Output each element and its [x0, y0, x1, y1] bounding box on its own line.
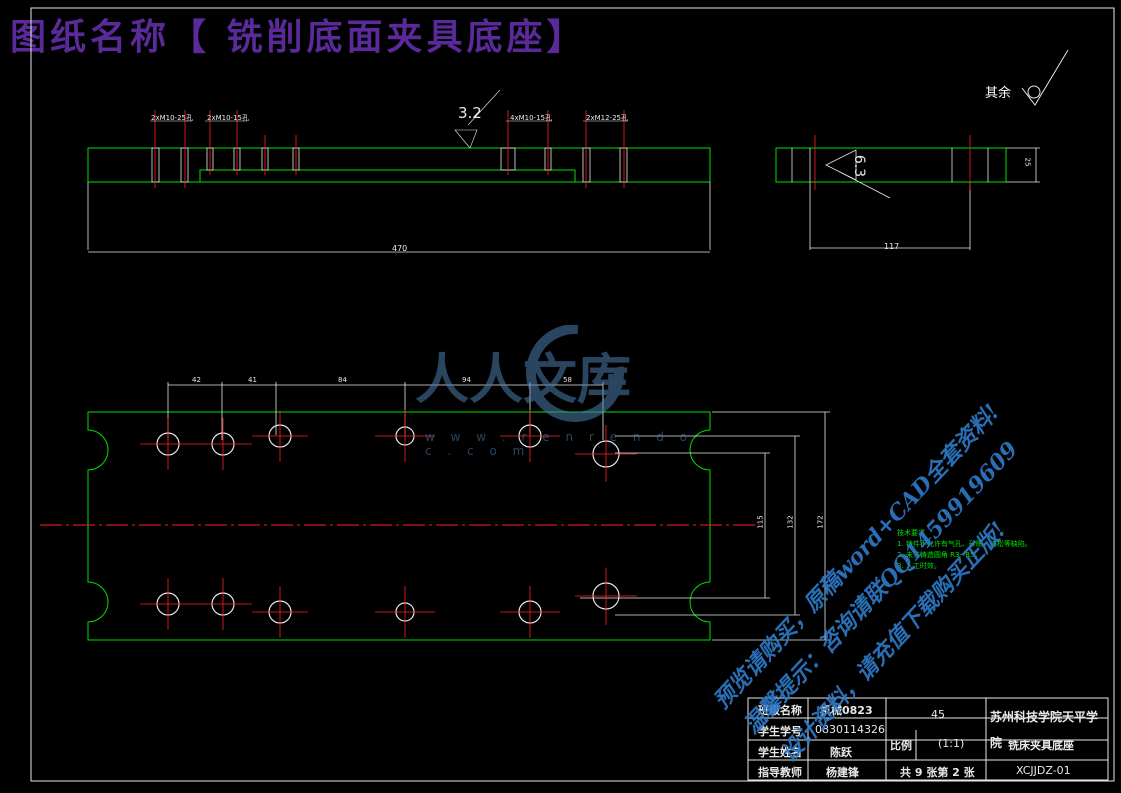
- tb-sheet-text: 共 9 张第 2 张: [900, 766, 975, 779]
- dim-length-470: 470: [392, 244, 408, 253]
- dim-height-25: 25: [1023, 157, 1032, 167]
- tb-name-label: 学生姓名: [758, 746, 802, 759]
- tb-school-line1: 苏州科技学院天平学: [990, 710, 1099, 724]
- tech-note-title: 技术要求: [897, 529, 925, 537]
- tb-teacher-label: 指导教师: [758, 766, 802, 779]
- roughness-top-value: 3.2: [458, 104, 482, 122]
- tb-class-value: 机械0823: [820, 704, 873, 717]
- tech-note-3: 3. 人工时效。: [897, 562, 941, 570]
- tb-material: 45: [931, 708, 945, 721]
- technical-notes: 技术要求 1. 铸件不允许有气孔、砂眼、缩松等缺陷。 2. 未注铸造圆角 R3~…: [897, 528, 1032, 572]
- plan-view: [40, 382, 830, 641]
- dim-plan-41: 41: [248, 376, 257, 384]
- dim-plan-132: 132: [786, 515, 795, 529]
- tb-class-label: 班级名称: [758, 704, 802, 717]
- dim-top-1: 2xM10-25孔: [151, 114, 193, 122]
- tb-student-id-label: 学生学号: [758, 725, 802, 738]
- tb-drawing-no: XCJJDZ-01: [1016, 764, 1071, 777]
- dim-top-2: 2xM10-15孔: [207, 114, 249, 122]
- tb-part-name: 铣床夹具底座: [1008, 739, 1074, 752]
- watermark-logo-mark: [526, 324, 624, 422]
- dim-plan-84: 84: [338, 376, 347, 384]
- dim-top-4: 2xM12-25孔: [586, 114, 628, 122]
- dim-plan-94: 94: [462, 376, 471, 384]
- tb-student-id-value: 0830114326: [815, 723, 885, 736]
- watermark-logo: 人人文库 w w w . r e n r e n d o c . c o m: [415, 324, 705, 458]
- title-block-grid: [747, 697, 1109, 781]
- roughness-note: 其余: [985, 86, 1012, 101]
- roughness-symbol: [1021, 49, 1069, 106]
- drawing-title: 图纸名称【 铣削底面夹具底座】: [10, 16, 587, 58]
- dim-plan-42: 42: [192, 376, 201, 384]
- watermark-url: w w w . r e n r e n d o c . c o m: [425, 430, 694, 458]
- tb-school-line2: 院: [990, 736, 1003, 750]
- dim-top-3: 4xM10-15孔: [510, 114, 552, 122]
- tech-note-1: 1. 铸件不允许有气孔、砂眼、缩松等缺陷。: [897, 540, 1032, 548]
- tb-name-value: 陈跃: [830, 746, 852, 759]
- side-view: [775, 135, 1040, 250]
- roughness-side-value: 6.3: [851, 154, 868, 178]
- dim-plan-172: 172: [816, 515, 825, 529]
- tech-note-2: 2. 未注铸造圆角 R3~R5。: [897, 551, 982, 559]
- dim-plan-58: 58: [563, 376, 572, 384]
- dim-plan-115: 115: [756, 515, 765, 529]
- dim-width-117: 117: [884, 242, 900, 251]
- tb-scale-label: 比例: [890, 739, 912, 752]
- front-elevation-view: [87, 89, 711, 253]
- tb-scale-value: (1:1): [938, 737, 965, 750]
- drawing-frame: [30, 7, 1115, 782]
- tb-teacher-value: 杨建锋: [826, 766, 859, 779]
- watermark-logo-text: 人人文库: [415, 347, 631, 411]
